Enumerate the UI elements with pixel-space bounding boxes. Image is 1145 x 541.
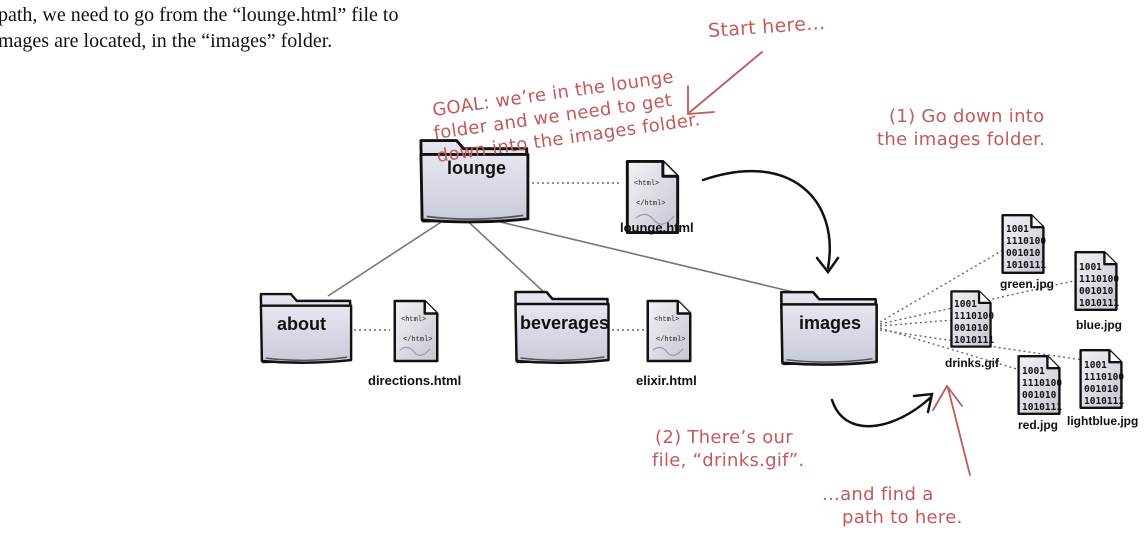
find-path-note-line: path to here. <box>842 507 963 528</box>
binary-row: 1010111 <box>1022 402 1062 413</box>
step2-note: (2) There’s our file, “drinks.gif”. <box>652 426 804 472</box>
html-close-tag: </html> <box>636 200 665 208</box>
binary-row: 1010111 <box>954 335 994 346</box>
binary-row: 1001 <box>1084 360 1107 371</box>
arrow-to-drinks <box>830 396 932 428</box>
intro-line-1: path, we need to go from the “lounge.htm… <box>0 4 399 26</box>
binary-row: 1110100 <box>1022 378 1062 389</box>
file-label-lounge-html: lounge.html <box>620 220 694 235</box>
folder-label-lounge: lounge <box>447 158 506 178</box>
binary-row: 001010 <box>1022 390 1057 401</box>
html-close-tag: </html> <box>403 336 432 344</box>
folder-label-about: about <box>277 314 326 334</box>
step2-note-line: (2) There’s our <box>655 427 793 448</box>
binary-row: 001010 <box>954 323 989 334</box>
step1-note-line: (1) Go down into <box>889 106 1045 127</box>
binary-row: 1001 <box>1079 262 1102 273</box>
arrow-lounge-to-images <box>701 169 831 270</box>
html-close-tag: </html> <box>656 336 685 344</box>
binary-row: 001010 <box>1006 248 1041 259</box>
arrows <box>701 169 934 428</box>
binary-row: 001010 <box>1084 384 1119 395</box>
binary-row: 1110100 <box>1006 236 1046 247</box>
hand-arrows <box>687 51 971 476</box>
file-label-directions-html: directions.html <box>368 373 462 388</box>
file-label-blue-jpg: blue.jpg <box>1076 318 1122 332</box>
find-path-note: ...and find a path to here. <box>822 483 963 529</box>
html-doc-icon <box>646 299 692 363</box>
find-path-arrow <box>947 387 971 476</box>
html-open-tag: <html> <box>654 316 679 324</box>
file-label-drinks-gif: drinks.gif <box>945 356 1000 370</box>
start-here-arrow <box>689 51 763 113</box>
file-label-green-jpg: green.jpg <box>1000 277 1055 291</box>
tree-connector-lines <box>327 212 811 297</box>
binary-row: 1001 <box>954 299 977 310</box>
find-path-note-line: ...and find a <box>822 484 934 505</box>
binary-row: 1110100 <box>1084 372 1124 383</box>
step1-note-line: the images folder. <box>877 129 1046 150</box>
step2-note-line: file, “drinks.gif”. <box>652 450 805 471</box>
folder-label-images: images <box>799 313 862 333</box>
binary-row: 1110100 <box>1079 274 1119 285</box>
html-doc-icon <box>393 299 439 363</box>
folder-label-beverages: beverages <box>520 313 610 333</box>
file-label-red-jpg: red.jpg <box>1018 418 1059 432</box>
binary-row: 1010111 <box>1084 396 1124 407</box>
html-open-tag: <html> <box>634 180 659 188</box>
intro-line-2: mages are located, in the “images” folde… <box>0 30 333 52</box>
binary-row: 1010111 <box>1079 298 1119 309</box>
binary-row: 1001 <box>1006 224 1029 235</box>
binary-row: 1110100 <box>954 311 994 322</box>
binary-row: 1001 <box>1022 366 1045 377</box>
step1-note: (1) Go down into the images folder. <box>877 105 1045 151</box>
html-open-tag: <html> <box>401 316 426 324</box>
binary-row: 1010111 <box>1006 260 1046 271</box>
file-label-elixir-html: elixir.html <box>636 373 697 388</box>
file-label-lightblue-jpg: lightblue.jpg <box>1067 414 1139 428</box>
binary-row: 001010 <box>1079 286 1114 297</box>
